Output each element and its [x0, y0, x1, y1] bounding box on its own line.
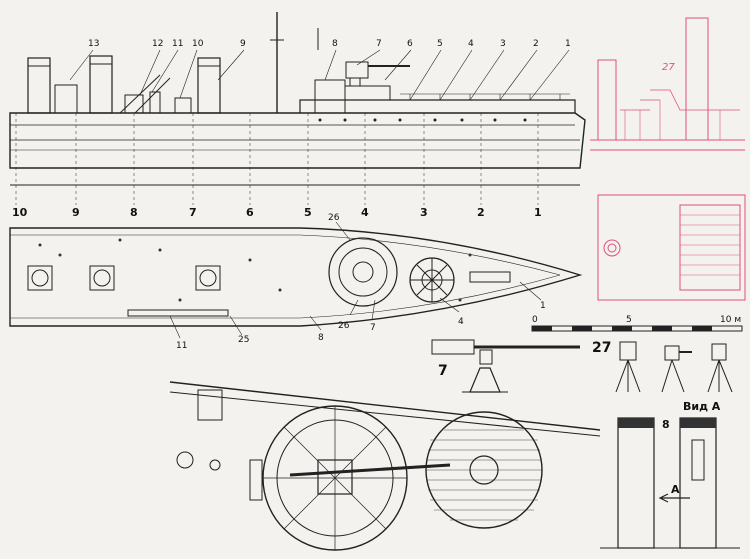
- side-callouts-2: 11: [172, 39, 183, 49]
- scale-tick-5: 5: [626, 315, 632, 325]
- plan-callouts-3: 4: [458, 317, 464, 327]
- side-callouts-8: 5: [437, 39, 443, 49]
- side-callouts-7: 6: [407, 39, 413, 49]
- frame-numbers-8: 2: [477, 206, 485, 219]
- pink-callout: 27: [662, 62, 675, 73]
- side-callouts-3: 10: [192, 39, 204, 49]
- side-callouts-11: 2: [533, 39, 539, 49]
- scale-bar: 0 5 10 м: [531, 315, 743, 332]
- frame-numbers-4: 6: [246, 206, 254, 219]
- plan-callouts-7: 8: [318, 333, 324, 343]
- scale-tick-10: 10 м: [720, 315, 741, 325]
- side-elevation: 13 12 11 10 9 8 7 6 5 4 3 2 1 10 9 8 7 6 5 4 3 2 1: [9, 12, 586, 219]
- frame-numbers-7: 3: [420, 206, 428, 219]
- plan-callouts-2: 7: [370, 323, 376, 333]
- pink-detail-top: 27: [590, 17, 745, 151]
- view-a-title: Вид А: [683, 400, 721, 413]
- frame-numbers-0: 10: [12, 206, 28, 219]
- view-a: Вид А 8 А: [600, 400, 740, 549]
- gun-label: 7: [438, 363, 448, 379]
- side-callouts-9: 4: [468, 39, 474, 49]
- frame-numbers-5: 5: [304, 206, 312, 219]
- view-a-arrow-label: А: [671, 483, 680, 496]
- plan-callouts-1: 26: [338, 321, 350, 331]
- mount-label: 27: [592, 340, 611, 356]
- frame-numbers-6: 4: [361, 206, 369, 219]
- plan-callouts-6: 25: [238, 335, 249, 345]
- side-callouts-5: 8: [332, 39, 338, 49]
- frame-numbers-2: 8: [130, 206, 138, 219]
- enlarged-deck-detail: [169, 381, 601, 551]
- side-callouts-10: 3: [500, 39, 506, 49]
- gun-detail: 7: [431, 339, 580, 393]
- side-callouts-1: 12: [152, 39, 163, 49]
- side-callouts-12: 1: [565, 39, 571, 49]
- frame-numbers-3: 7: [189, 206, 197, 219]
- plan-callouts-4: 1: [540, 301, 546, 311]
- portholes: [318, 118, 527, 122]
- side-callouts-4: 9: [240, 39, 246, 49]
- mount-detail: 27: [592, 340, 733, 393]
- view-a-callout: 8: [662, 418, 670, 431]
- side-callouts-6: 7: [376, 39, 382, 49]
- side-callouts-0: 13: [88, 39, 99, 49]
- plan-callouts-0: 26: [328, 213, 340, 223]
- plan-callouts-5: 11: [176, 341, 187, 351]
- frame-numbers-1: 9: [72, 206, 80, 219]
- scale-tick-0: 0: [532, 315, 538, 325]
- frame-numbers-9: 1: [534, 206, 542, 219]
- pink-detail-bottom: [597, 194, 746, 301]
